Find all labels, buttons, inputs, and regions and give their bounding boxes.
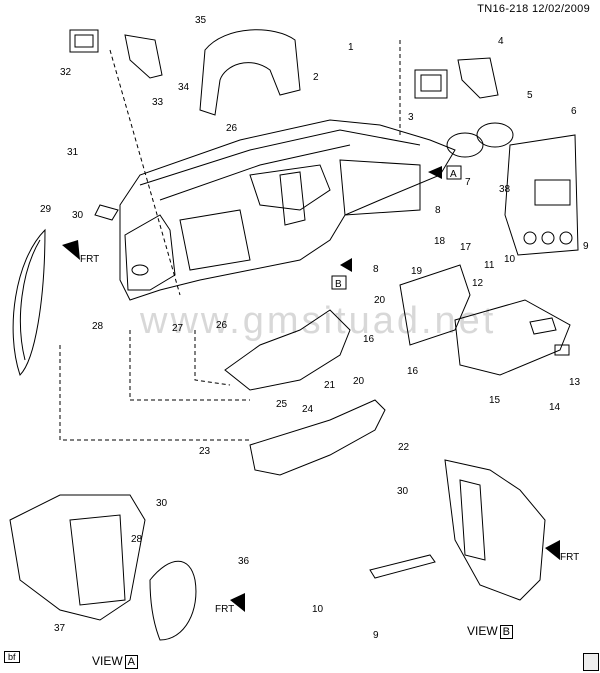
callout-17: 17 — [460, 242, 472, 253]
end-cap-cover — [12, 228, 46, 376]
callout-8b: 8 — [373, 264, 379, 275]
callout-19: 19 — [411, 266, 423, 277]
gm-logo-icon — [583, 653, 599, 671]
frt-label-view-b: FRT — [560, 552, 579, 563]
cluster-hood — [199, 29, 301, 116]
callout-2: 2 — [313, 72, 319, 83]
callout-25: 25 — [276, 399, 288, 410]
callout-28a: 28 — [92, 321, 104, 332]
view-b-label: VIEW — [467, 624, 498, 638]
callout-21: 21 — [324, 380, 336, 391]
footer-tag: bf — [4, 651, 20, 663]
callout-24: 24 — [302, 404, 314, 415]
callout-16a: 16 — [363, 334, 375, 345]
callout-3: 3 — [408, 112, 414, 123]
lower-trim-panel — [249, 399, 386, 476]
callout-20a: 20 — [374, 295, 386, 306]
callout-15: 15 — [489, 395, 501, 406]
arrow-letter-b: B — [335, 279, 342, 290]
frt-label-view-a: FRT — [215, 604, 234, 615]
air-vent-5b — [476, 122, 514, 148]
callout-9a: 9 — [583, 241, 589, 252]
callout-34: 34 — [178, 82, 190, 93]
callout-12: 12 — [472, 278, 484, 289]
view-a-label: VIEW — [92, 654, 123, 668]
callout-13: 13 — [569, 377, 581, 388]
callout-32: 32 — [60, 67, 72, 78]
diagram-header: TN16-218 12/02/2009 — [477, 3, 590, 15]
frt-arrow-view-b — [545, 540, 560, 560]
callout-33: 33 — [152, 97, 164, 108]
callout-23: 23 — [199, 446, 211, 457]
center-bezel — [504, 134, 579, 256]
view-a-dash — [9, 494, 146, 621]
callout-28b: 28 — [131, 534, 143, 545]
vent-bezel-4 — [457, 57, 499, 99]
callout-10a: 10 — [504, 254, 516, 265]
view-b-bracket-9 — [369, 554, 436, 579]
callout-5: 5 — [527, 90, 533, 101]
diagram-code: TN16-218 — [477, 3, 529, 15]
callout-4: 4 — [498, 36, 504, 47]
air-vent-5a — [446, 132, 484, 158]
callout-37: 37 — [54, 623, 66, 634]
callout-29: 29 — [40, 204, 52, 215]
view-b-dash — [444, 459, 546, 601]
callout-22: 22 — [398, 442, 410, 453]
view-a-arrow — [428, 166, 442, 179]
callout-16b: 16 — [407, 366, 419, 377]
callout-6: 6 — [571, 106, 577, 117]
callout-11: 11 — [484, 260, 495, 271]
view-b-arrow — [340, 258, 352, 272]
frt-arrow-view-a — [230, 593, 245, 612]
callout-30c: 30 — [397, 486, 409, 497]
callout-27: 27 — [172, 323, 184, 334]
callout-30b: 30 — [156, 498, 168, 509]
frt-arrow-main — [62, 240, 80, 260]
view-b-letter: B — [499, 625, 514, 639]
callout-10b: 10 — [312, 604, 324, 615]
callout-14: 14 — [549, 402, 561, 413]
instrument-panel-body — [119, 119, 456, 301]
callout-26b: 26 — [216, 320, 228, 331]
callout-18: 18 — [434, 236, 446, 247]
callout-1: 1 — [348, 42, 354, 53]
callout-20b: 20 — [353, 376, 365, 387]
callout-30a: 30 — [72, 210, 84, 221]
air-vent-3 — [414, 69, 448, 99]
arrow-letter-a: A — [450, 169, 457, 180]
callout-26a: 26 — [226, 123, 238, 134]
callout-35: 35 — [195, 15, 207, 26]
glove-box-bin — [399, 264, 471, 346]
callout-31: 31 — [67, 147, 79, 158]
callout-8a: 8 — [435, 205, 441, 216]
callout-9b: 9 — [373, 630, 379, 641]
glove-box-door — [454, 299, 571, 376]
view-a-letter: A — [124, 655, 139, 669]
watermark: www.gmsituad.net — [140, 300, 497, 342]
side-trim-panel — [124, 214, 176, 291]
callout-38: 38 — [499, 184, 511, 195]
diagram-date: 12/02/2009 — [531, 3, 590, 15]
callout-36: 36 — [238, 556, 250, 567]
callout-7: 7 — [465, 177, 471, 188]
air-vent-32 — [69, 29, 99, 53]
frt-label-main: FRT — [80, 254, 99, 265]
glove-box-latch — [554, 344, 570, 356]
vent-bezel-33 — [124, 34, 163, 79]
knee-bolster-bracket — [224, 309, 351, 391]
view-a-end-cap — [149, 560, 197, 641]
